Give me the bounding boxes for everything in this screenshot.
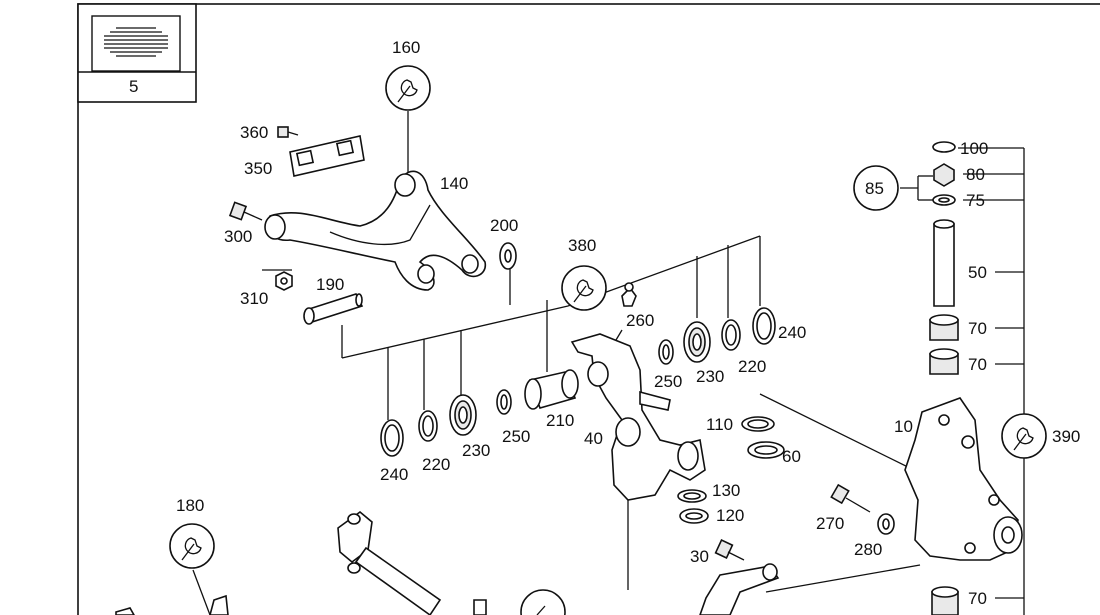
- callout: 310: [240, 289, 268, 308]
- bushing-stack-left: [380, 389, 512, 457]
- stub-axle-10: [904, 397, 1023, 561]
- wrench-160: 160: [385, 38, 431, 111]
- callout: 10: [894, 417, 913, 436]
- pin-190: [303, 293, 364, 325]
- svg-text:380: 380: [568, 236, 596, 255]
- callout: 350: [244, 159, 272, 178]
- bolt-360: [277, 126, 299, 138]
- wrench-icon: [397, 79, 418, 103]
- callout: 200: [490, 216, 518, 235]
- callout: 140: [440, 174, 468, 193]
- callout: 230: [462, 441, 490, 460]
- callout: 250: [502, 427, 530, 446]
- document-icon: [104, 27, 168, 57]
- steering-knuckle-40: [570, 333, 706, 501]
- callout: 130: [712, 481, 740, 500]
- callout: 300: [224, 227, 252, 246]
- callout: 240: [380, 465, 408, 484]
- callout: 120: [716, 506, 744, 525]
- callout: 40: [584, 429, 603, 448]
- wrench-390: 390: [1001, 413, 1080, 459]
- wrench-icon: [536, 605, 546, 615]
- lower-tie-rod: [115, 510, 487, 615]
- group-85: 85: [853, 165, 899, 211]
- callout: 230: [696, 367, 724, 386]
- callout: 260: [626, 311, 654, 330]
- wrench-partial-bottom: [520, 589, 566, 615]
- wrench-180: 180: [169, 496, 215, 569]
- callout: 70: [968, 319, 987, 338]
- kingpin-column: [929, 141, 959, 615]
- callout: 60: [782, 447, 801, 466]
- bolt-300: [228, 201, 263, 221]
- svg-text:160: 160: [392, 38, 420, 57]
- wrench-icon: [1013, 427, 1034, 451]
- wrench-icon: [181, 537, 202, 561]
- callout: 75: [966, 191, 985, 210]
- steering-arm-30: [699, 539, 780, 615]
- nut-310: [275, 271, 293, 291]
- callout: 70: [968, 589, 987, 608]
- callout: 190: [316, 275, 344, 294]
- callout: 30: [690, 547, 709, 566]
- diagram-frame: [77, 3, 1100, 615]
- plate-350: [289, 135, 365, 177]
- upper-control-arm: [264, 170, 487, 291]
- sleeve-210: [524, 369, 579, 410]
- callout: 240: [778, 323, 806, 342]
- callout: 220: [738, 357, 766, 376]
- bushing-stack-right: [658, 307, 776, 365]
- callout: 100: [960, 139, 988, 158]
- callout: 220: [422, 455, 450, 474]
- svg-text:85: 85: [865, 179, 884, 198]
- callout: 80: [966, 165, 985, 184]
- callout: 250: [654, 372, 682, 391]
- callout-labels: 360 350 140 300 310 190 200 260 240 220 …: [224, 123, 988, 608]
- wrench-380: 380: [561, 236, 607, 311]
- callout: 280: [854, 540, 882, 559]
- svg-text:390: 390: [1052, 427, 1080, 446]
- callout: 210: [546, 411, 574, 430]
- page-number: 5: [129, 77, 138, 96]
- callout: 110: [706, 415, 733, 434]
- callout: 360: [240, 123, 268, 142]
- bolt-270: [830, 483, 871, 513]
- washers-lower: [677, 416, 785, 524]
- callout: 70: [968, 355, 987, 374]
- callout: 270: [816, 514, 844, 533]
- grease-fitting-260: [621, 282, 637, 307]
- callout: 50: [968, 263, 987, 282]
- svg-text:180: 180: [176, 496, 204, 515]
- nut-280: [877, 513, 895, 535]
- wrench-icon: [573, 279, 594, 303]
- page-badge: 5: [77, 3, 197, 103]
